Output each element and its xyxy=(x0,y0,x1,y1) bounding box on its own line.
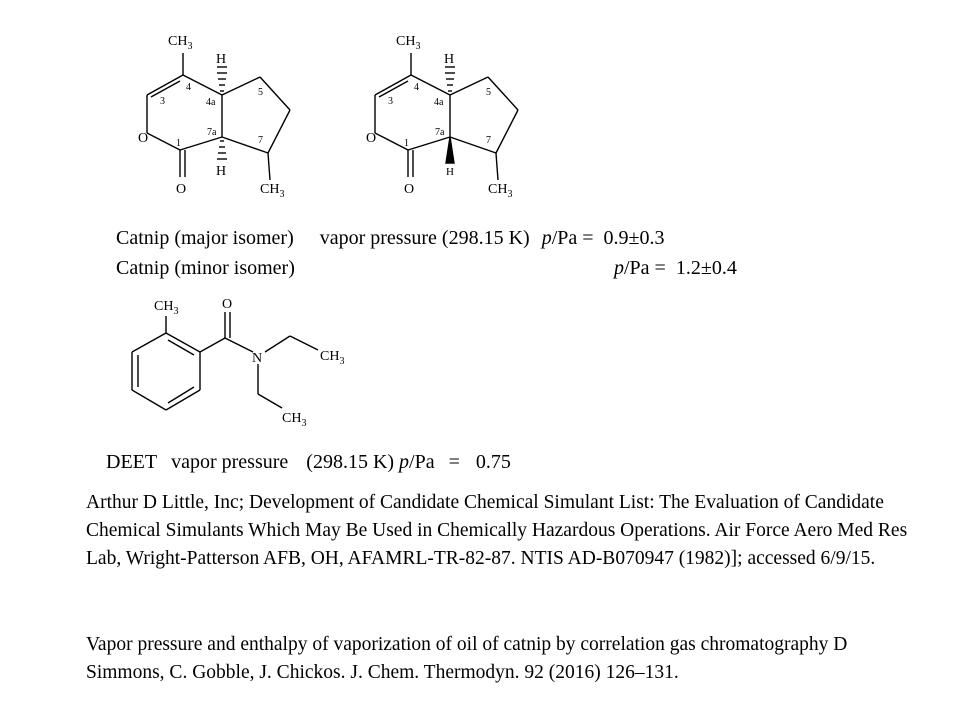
deet-caption: DEET vapor pressure (298.15 K)p/Pa = 0.75 xyxy=(106,450,511,474)
atom-number: 5 xyxy=(486,87,491,98)
deet-ch3: CH3 xyxy=(154,299,178,317)
deet-value: 0.75 xyxy=(475,451,511,473)
wedge-bond-bottom xyxy=(445,136,455,164)
deet-vp-label: vapor pressure xyxy=(171,451,289,473)
catnip-minor-unit: /Pa = xyxy=(624,257,666,279)
atom-number: 4 xyxy=(186,82,191,93)
atom-number: 7 xyxy=(258,135,263,146)
deet-unit: /Pa xyxy=(409,451,435,473)
atom-number: 5 xyxy=(258,87,263,98)
deet-ch3-bottom: CH3 xyxy=(282,411,306,429)
atom-number: 4 xyxy=(414,82,419,93)
catnip-h-top: H xyxy=(216,52,226,67)
catnip-h-bottom: H xyxy=(446,166,454,178)
atom-number: 4a xyxy=(434,97,444,108)
catnip-o-ring: O xyxy=(366,131,376,146)
catnip-minor-caption-value: p/Pa = 1.2±0.4 xyxy=(614,256,737,280)
catnip-major-vp-label: vapor pressure (298.15 K) xyxy=(319,227,530,249)
atom-number: 7a xyxy=(207,127,217,138)
catnip-ch3-bottom: CH3 xyxy=(488,182,512,200)
atom-number: 1 xyxy=(176,138,181,149)
catnip-major-caption: Catnip (major isomer) vapor pressure (298… xyxy=(116,226,665,250)
reference-1: Arthur D Little, Inc; Development of Can… xyxy=(86,492,908,569)
catnip-o-ring: O xyxy=(138,131,148,146)
catnip-major-value: 0.9±0.3 xyxy=(603,227,665,249)
hashed-bond-top xyxy=(445,66,455,92)
catnip-minor-structure: CH3 H O O H CH3 4 3 4a 5 7a 1 7 xyxy=(366,34,519,200)
hashed-bond-top xyxy=(217,66,227,92)
catnip-h-bottom: H xyxy=(216,164,226,179)
catnip-major-structure: CH3 H O O H CH3 4 3 4a 5 7a 1 7 xyxy=(138,34,291,200)
catnip-ch3-top: CH3 xyxy=(168,34,192,52)
atom-number: 4a xyxy=(206,97,216,108)
atom-number: 1 xyxy=(404,138,409,149)
catnip-ch3-bottom: CH3 xyxy=(260,182,284,200)
catnip-major-name: Catnip (major isomer) xyxy=(116,227,294,249)
deet-o: O xyxy=(222,297,232,312)
catnip-major-unit: /Pa = xyxy=(551,227,594,249)
catnip-minor-p: p xyxy=(614,257,624,279)
catnip-minor-caption-name: Catnip (minor isomer) xyxy=(116,256,295,280)
deet-equals: = xyxy=(448,451,460,473)
deet-n: N xyxy=(252,351,262,366)
hashed-bond-bottom xyxy=(217,140,227,160)
deet-p: p xyxy=(399,451,410,473)
catnip-major-p: p xyxy=(541,227,552,249)
reference-2: Vapor pressure and enthalpy of vaporizat… xyxy=(86,634,848,683)
catnip-minor-value: 1.2±0.4 xyxy=(675,257,737,279)
deet-name: DEET xyxy=(106,451,158,473)
deet-ch3-right: CH3 xyxy=(320,349,344,367)
catnip-h-top: H xyxy=(444,52,454,67)
catnip-o-carbonyl: O xyxy=(404,182,414,197)
atom-number: 7 xyxy=(486,135,491,146)
atom-number: 3 xyxy=(388,96,393,107)
catnip-o-carbonyl: O xyxy=(176,182,186,197)
atom-number: 3 xyxy=(160,96,165,107)
catnip-ch3-top: CH3 xyxy=(396,34,420,52)
deet-structure: CH3 O N CH3 CH3 xyxy=(131,297,344,429)
catnip-minor-name: Catnip (minor isomer) xyxy=(116,257,295,279)
deet-temp: (298.15 K) xyxy=(306,451,395,473)
atom-number: 7a xyxy=(435,127,445,138)
